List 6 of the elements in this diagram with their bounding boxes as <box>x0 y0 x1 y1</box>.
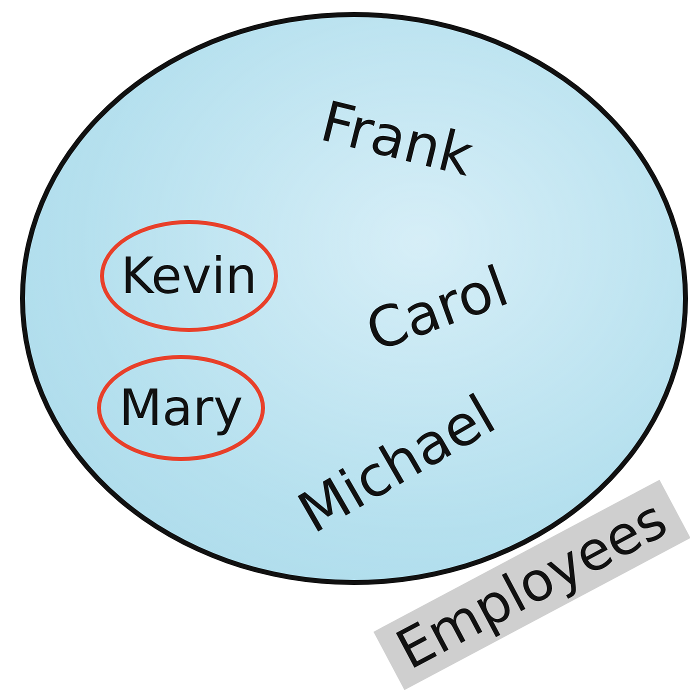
highlight-ellipse <box>100 220 278 332</box>
member-name: Mary <box>119 383 243 433</box>
member-name: Frank <box>316 94 478 186</box>
highlight-ellipse <box>97 355 265 461</box>
member-name: Kevin <box>120 251 258 301</box>
member-name: Carol <box>360 258 516 362</box>
